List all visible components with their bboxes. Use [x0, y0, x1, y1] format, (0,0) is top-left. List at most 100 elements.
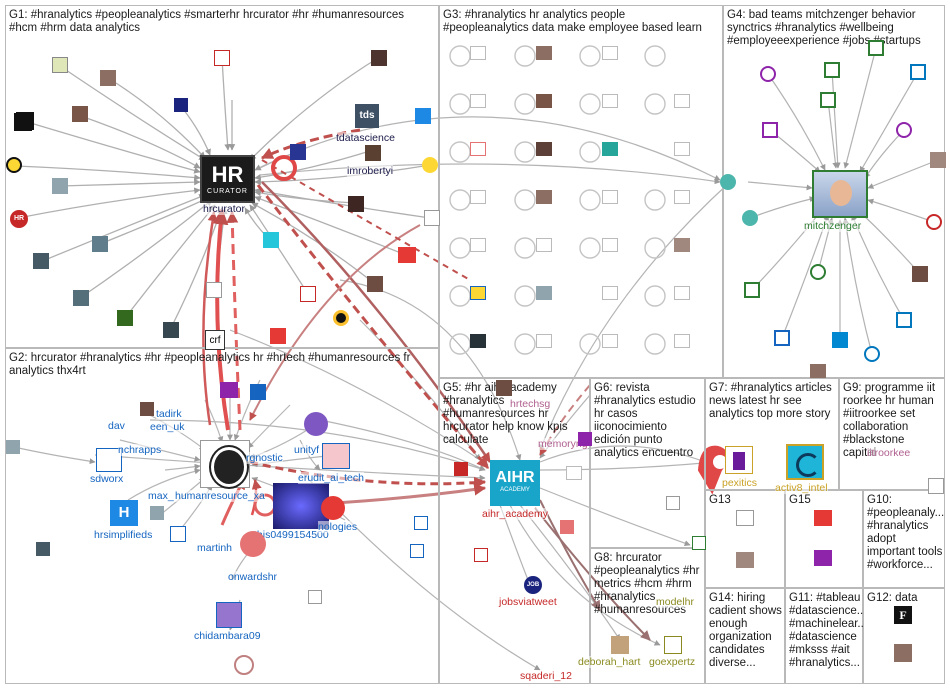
avatar-node[interactable]	[100, 70, 116, 86]
avatar-node[interactable]	[602, 238, 618, 252]
avatar-node[interactable]	[410, 544, 424, 558]
avatar-node[interactable]	[220, 382, 238, 398]
avatar-node[interactable]	[760, 66, 776, 82]
avatar-node[interactable]	[424, 210, 440, 226]
avatar-node[interactable]	[163, 322, 179, 338]
avatar-node[interactable]	[470, 286, 486, 300]
mitchzenger-avatar[interactable]	[812, 170, 868, 218]
avatar-node[interactable]	[300, 286, 316, 302]
avatar-node[interactable]	[602, 94, 618, 108]
activ8-intel-logo[interactable]	[786, 444, 824, 480]
avatar-node[interactable]	[868, 40, 884, 56]
avatar-node[interactable]	[92, 236, 108, 252]
avatar-node[interactable]	[470, 94, 486, 108]
avatar-node[interactable]	[14, 113, 32, 131]
avatar-node[interactable]	[666, 496, 680, 510]
avatar-node[interactable]	[150, 506, 164, 520]
avatar-node[interactable]	[214, 50, 230, 66]
avatar-node[interactable]	[824, 62, 840, 78]
hrcurator-logo-node[interactable]: HR CURATOR	[200, 155, 255, 203]
avatar-node[interactable]	[692, 536, 706, 550]
avatar-node[interactable]	[72, 106, 88, 122]
avatar-node[interactable]	[910, 64, 926, 80]
avatar-node[interactable]	[736, 552, 754, 568]
hrsimplifieds-logo[interactable]: H	[110, 500, 138, 526]
avatar-node[interactable]	[566, 466, 582, 480]
avatar-node[interactable]	[33, 253, 49, 269]
avatar-node[interactable]	[674, 190, 690, 204]
avatar-node[interactable]	[762, 122, 778, 138]
avatar-node[interactable]	[814, 510, 832, 526]
avatar-node[interactable]	[602, 190, 618, 204]
imrobertyi-avatar[interactable]	[365, 145, 381, 161]
aihr-academy-logo-node[interactable]: AIHR ACADEMY	[490, 460, 540, 506]
avatar-node[interactable]	[674, 238, 690, 252]
avatar-node[interactable]	[930, 152, 946, 168]
hr-logo-node[interactable]: HR	[10, 210, 28, 228]
avatar-node[interactable]	[536, 286, 552, 300]
avatar-node[interactable]	[36, 542, 50, 556]
avatar-node[interactable]	[928, 478, 944, 494]
avatar-node[interactable]	[304, 412, 328, 436]
avatar-node[interactable]	[290, 144, 306, 160]
crf-logo[interactable]: crf	[205, 330, 225, 350]
avatar-node[interactable]	[560, 520, 574, 534]
goexpertz-logo[interactable]	[664, 636, 682, 654]
avatar-node[interactable]	[308, 590, 322, 604]
avatar-node[interactable]	[602, 142, 618, 156]
avatar-node[interactable]	[371, 50, 387, 66]
avatar-node[interactable]	[367, 276, 383, 292]
avatar-node[interactable]	[820, 92, 836, 108]
avatar-node[interactable]	[896, 122, 912, 138]
avatar-node[interactable]	[52, 178, 68, 194]
avatar-node[interactable]	[333, 310, 349, 326]
avatar-node[interactable]	[348, 196, 364, 212]
avatar-node[interactable]	[474, 548, 488, 562]
avatar-node[interactable]	[536, 334, 552, 348]
avatar-node[interactable]	[864, 346, 880, 362]
avatar-node[interactable]	[52, 57, 68, 73]
avatar-node[interactable]	[470, 46, 486, 60]
avatar-node[interactable]	[578, 432, 592, 446]
avatar-node[interactable]	[896, 312, 912, 328]
avatar-node[interactable]	[470, 238, 486, 252]
avatar-node[interactable]	[174, 98, 188, 112]
avatar-node[interactable]	[496, 380, 512, 396]
avatar-node[interactable]	[536, 190, 552, 204]
f-logo-node[interactable]: F	[894, 606, 912, 624]
avatar-node[interactable]	[250, 384, 266, 400]
avatar-node[interactable]	[536, 238, 552, 252]
jobsviatweet-logo[interactable]: JOB	[524, 576, 542, 594]
avatar-node[interactable]	[170, 526, 186, 542]
deborah-hart-avatar[interactable]	[611, 636, 629, 654]
avatar-node[interactable]	[398, 247, 416, 263]
avatar-node[interactable]	[742, 210, 758, 226]
avatar-node[interactable]	[270, 328, 286, 344]
avatar-node[interactable]	[470, 334, 486, 348]
avatar-node[interactable]	[602, 46, 618, 60]
avatar-node[interactable]	[912, 266, 928, 282]
avatar-node[interactable]	[73, 290, 89, 306]
sdworx-logo[interactable]	[96, 448, 122, 472]
avatar-node[interactable]	[536, 142, 552, 156]
avatar-node[interactable]	[140, 402, 154, 416]
avatar-node[interactable]	[263, 232, 279, 248]
avatar-node[interactable]	[674, 94, 690, 108]
avatar-node[interactable]	[470, 190, 486, 204]
erudit-ai-tech-avatar[interactable]	[322, 443, 350, 469]
avatar-node[interactable]	[744, 282, 760, 298]
avatar-node[interactable]	[810, 264, 826, 280]
avatar-node[interactable]	[117, 310, 133, 326]
humanresource-xa-avatar[interactable]	[200, 440, 250, 488]
onwardshr-logo[interactable]	[240, 531, 266, 557]
avatar-node[interactable]	[674, 142, 690, 156]
tdatascience-logo-node[interactable]: tds	[355, 104, 379, 128]
avatar-node[interactable]	[536, 46, 552, 60]
avatar-node[interactable]	[602, 334, 618, 348]
avatar-node[interactable]	[810, 364, 826, 378]
chidambara09-avatar[interactable]	[216, 602, 242, 628]
avatar-node[interactable]	[536, 94, 552, 108]
pexitics-logo[interactable]	[725, 446, 753, 474]
avatar-node[interactable]	[926, 214, 942, 230]
avatar-node[interactable]	[894, 644, 912, 662]
